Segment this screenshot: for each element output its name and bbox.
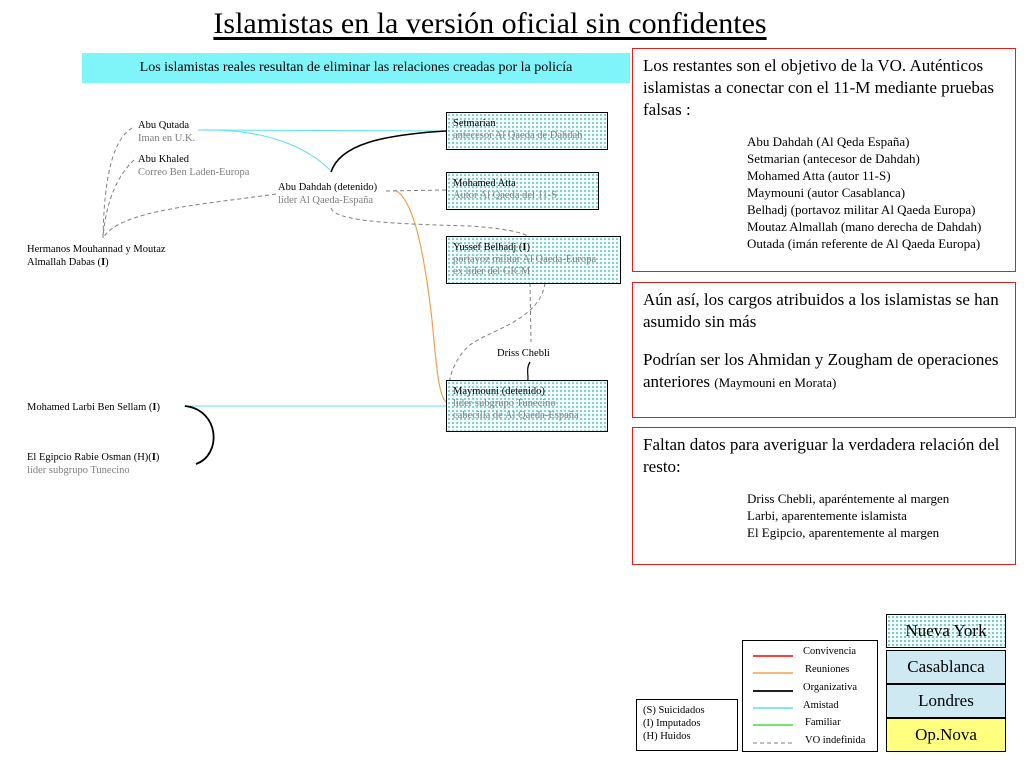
box-setmarian: Setmarian antecesor Al Qaeda de Dahdah — [446, 112, 608, 150]
link-dahdah-setmarian — [330, 130, 447, 173]
link-dahdah-hermanos — [102, 193, 277, 239]
person-abu-dahdah: Abu Dahdah (detenido) líder Al Qaeda-Esp… — [278, 182, 378, 206]
panel-faltan-datos: Faltan datos para averiguar la verdadera… — [632, 427, 1016, 565]
city-londres: Londres — [886, 684, 1006, 718]
key-box: (S) Suicidados (I) Imputados (H) Huidos — [636, 699, 738, 751]
link-qutada-hermanos — [102, 127, 133, 239]
legend-label-organizativa: Organizativa — [803, 682, 858, 693]
link-larbi-egipcio — [184, 405, 215, 465]
panel-faltan-list: Driss Chebli, aparéntemente al margen La… — [747, 491, 950, 540]
person-abu-qutada: Abu Qutada Iman en U.K. — [138, 120, 196, 144]
box-maymouni: Maymouni (detenido) líder subgrupo Tunec… — [446, 380, 608, 432]
person-driss-chebli: Driss Chebli — [497, 348, 550, 359]
person-abu-khaled: Abu Khaled Correo Ben Laden-Europa — [138, 154, 250, 178]
person-el-egipcio: El Egipcio Rabie Osman (H)(I) líder subg… — [27, 452, 160, 476]
legend-box: Convivencia Reuniones Organizativa Amist… — [742, 640, 878, 752]
link-qutada-setmarian — [197, 129, 447, 132]
city-nueva-york: Nueva York — [886, 614, 1006, 648]
link-dahdah-atta — [385, 189, 447, 192]
person-larbi: Mohamed Larbi Ben Sellam (I) — [27, 402, 160, 413]
panel-cargos: Aún así, los cargos atribuidos a los isl… — [632, 282, 1016, 418]
person-hermanos-almallah: Hermanos Mouhannad y Moutaz Almallah Dab… — [27, 244, 166, 268]
box-yussef-belhadj: Yussef Belhadj (I) portavoz militar Al Q… — [446, 236, 621, 284]
banner-note: Los islamistas reales resultan de elimin… — [82, 53, 630, 83]
link-dahdah-maymouni — [394, 189, 447, 403]
legend-swatches — [753, 655, 793, 744]
city-casablanca: Casablanca — [886, 650, 1006, 684]
legend-label-convivencia: Convivencia — [803, 646, 857, 657]
legend-label-vo-indefinida: VO indefinida — [805, 735, 866, 746]
panel-objetivo-list: Abu Dahdah (Al Qeda España) Setmarian (a… — [747, 134, 982, 251]
link-yussef-maymouni — [449, 282, 546, 385]
link-khaled-hermanos — [102, 159, 135, 239]
box-mohamed-atta: Mohamed Atta Autor Al Qaeda del 11-S — [446, 172, 599, 210]
legend-label-familiar: Familiar — [805, 717, 841, 728]
city-op-nova: Op.Nova — [886, 718, 1006, 752]
legend-label-amistad: Amistad — [803, 700, 839, 711]
page-title: Islamistas en la versión oficial sin con… — [213, 7, 767, 40]
panel-objetivo-vo: Los restantes son el objetivo de la VO. … — [632, 48, 1016, 272]
link-dahdah-yussef — [330, 207, 531, 239]
legend-label-reuniones: Reuniones — [805, 664, 850, 675]
link-yussef-driss — [529, 282, 532, 343]
